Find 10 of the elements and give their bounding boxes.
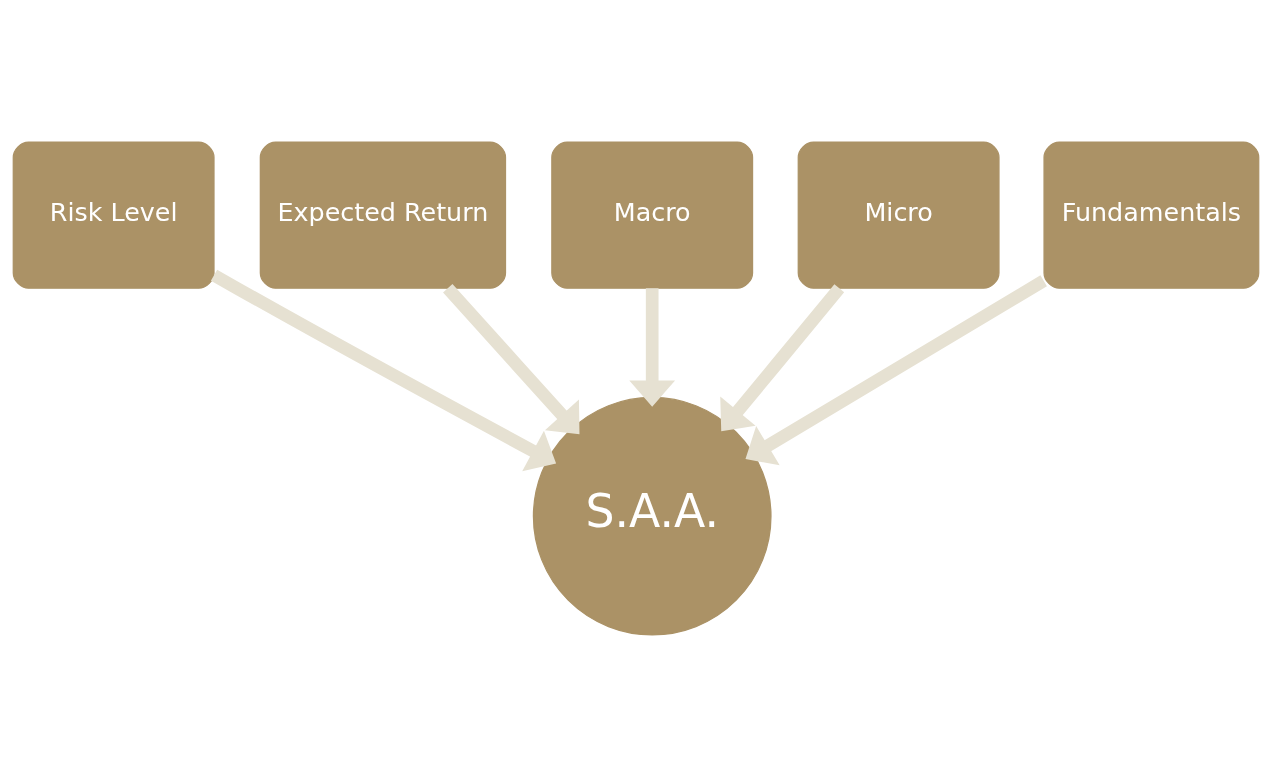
arrow: [210, 269, 557, 471]
node-box: Macro: [551, 140, 754, 289]
node-box: Micro: [797, 140, 1000, 289]
node-box: Risk Level: [12, 140, 215, 289]
node-box: Expected Return: [259, 140, 507, 289]
arrow: [720, 283, 845, 431]
arrow: [443, 283, 580, 434]
node-box: Fundamentals: [1043, 140, 1260, 289]
arrow: [745, 274, 1047, 465]
arrow: [629, 287, 676, 407]
